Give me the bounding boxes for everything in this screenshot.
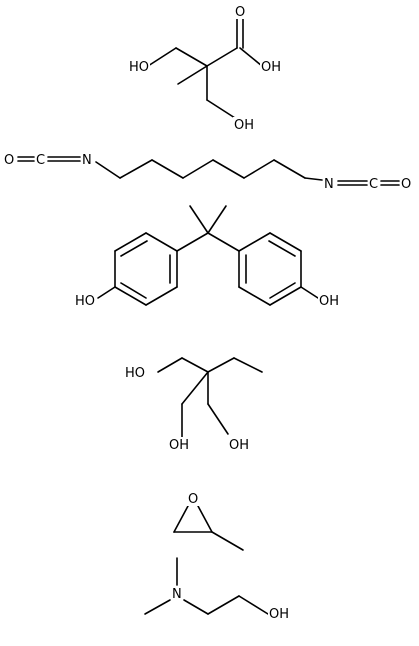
atom-oh-left: OH [168, 437, 191, 453]
atom-label: OH [229, 438, 249, 453]
atom-ho-left: HO [74, 293, 96, 309]
atom-label: O [401, 177, 411, 192]
atom-c-right: C [368, 176, 380, 192]
atom-label: OH [234, 118, 254, 133]
atom-o-left: O [3, 152, 15, 168]
atom-label: C [369, 177, 378, 192]
molecule-trimethylolpropane: HO OH OH [124, 357, 263, 453]
atom-label: N [324, 177, 334, 192]
atom-n-right: N [323, 176, 335, 192]
atom-label: OH [269, 607, 289, 622]
atom-oh-bottom: OH [233, 117, 256, 133]
atom-label: OH [169, 438, 189, 453]
atom-label: HO [129, 60, 149, 75]
molecule-dmpa: HO O OH OH [128, 4, 283, 133]
atom-oh-right: OH [318, 293, 341, 309]
molecule-propylene-oxide: O [173, 491, 244, 551]
molecule-dmae: N OH [144, 557, 291, 622]
atom-label: N [172, 587, 182, 602]
atom-n: N [171, 586, 183, 602]
atom-oh-acid: OH [260, 59, 283, 75]
atom-o-ring: O [187, 491, 199, 507]
atom-n-left: N [81, 152, 93, 168]
atom-label: OH [261, 60, 281, 75]
atom-label: O [188, 492, 198, 507]
atom-c-left: C [35, 152, 47, 168]
atom-o-right: O [400, 176, 412, 192]
atom-ho-left: HO [128, 59, 150, 75]
atom-label: O [235, 5, 245, 20]
atom-label: O [4, 153, 14, 168]
atom-ho-top: HO [124, 365, 146, 381]
atom-label: C [36, 153, 45, 168]
atom-label: HO [75, 294, 95, 309]
atom-o-carbonyl: O [234, 4, 246, 20]
atom-label: N [82, 153, 92, 168]
atom-label: OH [319, 294, 339, 309]
molecule-bisphenol-a: HO OH [74, 205, 341, 309]
atom-oh: OH [268, 606, 291, 622]
molecule-hdi: O C N N C O [3, 152, 412, 192]
atom-oh-right: OH [228, 437, 251, 453]
atom-label: HO [125, 366, 145, 381]
